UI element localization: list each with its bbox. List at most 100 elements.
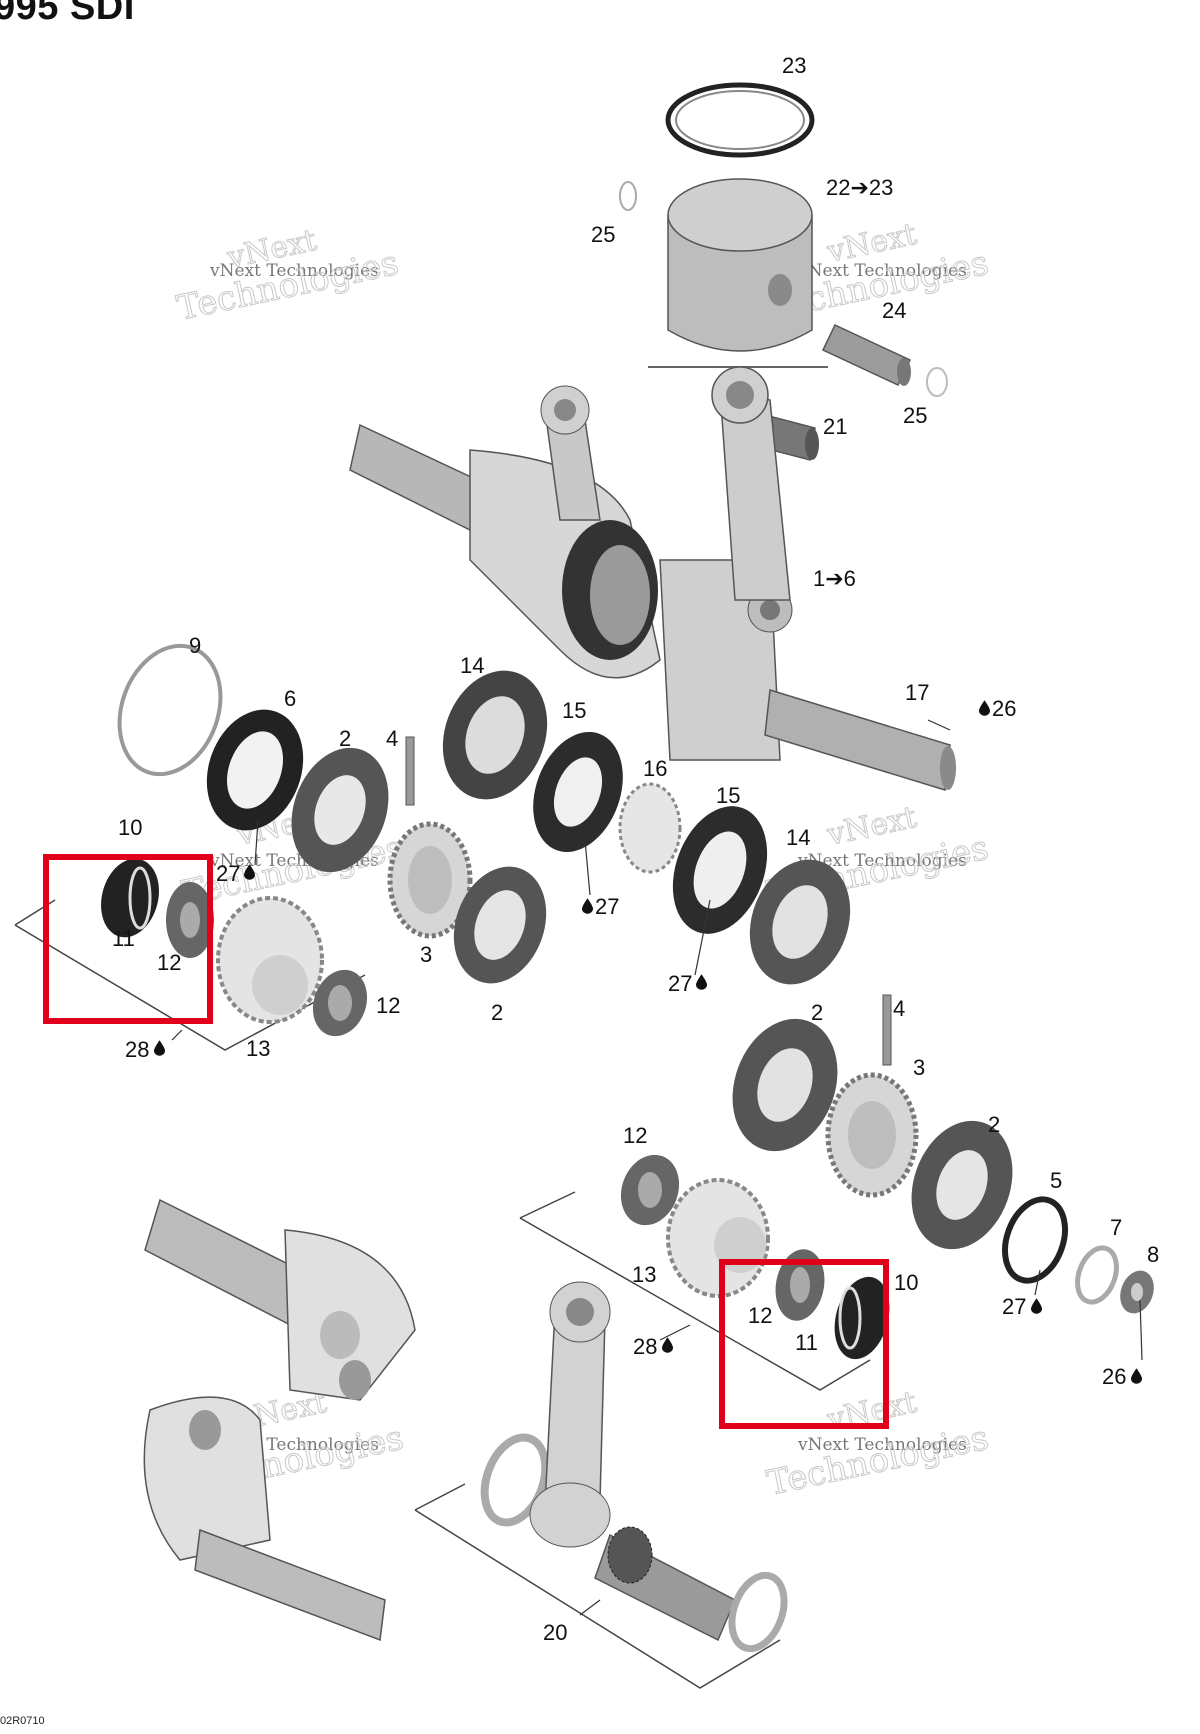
label-12-left-b: 12 [376,993,400,1018]
label-15-right: 15 [716,783,740,808]
label-15-top: 15 [562,698,586,723]
svg-text:27: 27 [1002,1294,1026,1319]
oil-seal-15-right [672,806,768,934]
svg-text:vNext Technologies: vNext Technologies [797,851,967,871]
label-28-left: 28 [125,1037,165,1062]
piston-pin [821,324,912,386]
piston-pin-clip-right [926,367,948,397]
balancer-gear-13-left [216,896,324,1024]
thrust-washer [480,1433,550,1527]
piston [648,178,828,368]
label-2-top-left: 2 [339,726,351,751]
bearing-14-top [442,670,548,800]
gear-3-right [825,1072,919,1198]
label-3-left: 3 [420,942,432,967]
highlight-box-left [43,854,213,1024]
label-5: 5 [1050,1168,1062,1193]
label-12-left: 12 [157,950,181,975]
svg-text:vNext: vNext [823,1385,919,1438]
label-3-right: 3 [913,1055,925,1080]
label-16: 16 [643,756,667,781]
label-27-left: 27 [216,861,255,886]
crank-pin-washer [728,1571,788,1653]
crankshaft-half-left [144,1198,416,1401]
svg-text:26: 26 [992,696,1016,721]
label-23: 23 [782,53,806,78]
balancer-kit-right-outline [519,1191,871,1391]
svg-text:vNext Technologies: vNext Technologies [797,261,967,281]
highlight-box-right [719,1259,889,1429]
label-11-left: 11 [112,926,135,951]
balancer-gear-13-right [666,1178,770,1298]
svg-text:27: 27 [216,861,240,886]
label-11-right: 11 [795,1330,818,1355]
label-2-right-top: 2 [811,1000,823,1025]
bearing-12-left-b [312,969,368,1037]
label-10-right: 10 [894,1270,918,1295]
label-27-center: 27 [582,894,619,919]
bearing-2-right-top [732,1018,838,1152]
label-27-right: 27 [668,971,707,996]
bearing-12-right-top [620,1154,680,1226]
label-12-right-top: 12 [623,1123,647,1148]
label-13-left: 13 [246,1036,270,1061]
label-14-top: 14 [460,653,484,678]
label-25-right: 25 [903,403,927,428]
label-25-top: 25 [591,222,615,247]
gear-16 [618,782,682,874]
connecting-rod-kit-outline [414,1483,781,1689]
label-28-right: 28 [633,1334,673,1359]
ball-bearing-2-left [291,747,389,873]
svg-text:Technologies: Technologies [764,1418,992,1504]
label-6: 6 [284,686,296,711]
label-2-bottom-left: 2 [491,1000,503,1025]
label-26-bottom: 26 [1102,1364,1142,1389]
label-21: 21 [823,414,847,439]
svg-text:vNext Technologies: vNext Technologies [797,1435,967,1455]
page-title: 995 SDI [0,0,135,28]
needle-bearing-10-right [834,1276,890,1360]
svg-text:27: 27 [668,971,692,996]
callout-labels: 23 22➔23 25 24 25 21 1➔6 9 6 2 4 14 15 1… [112,53,1159,1645]
bearing-14-right [749,859,851,985]
label-24: 24 [882,298,906,323]
bearing-2-lower-left [453,866,547,984]
svg-text:28: 28 [125,1037,149,1062]
label-10-left: 10 [118,815,142,840]
label-1-6: 1➔6 [813,566,856,591]
label-8: 8 [1147,1242,1159,1267]
label-4-right: 4 [893,996,905,1021]
label-27-far-right: 27 [1002,1294,1042,1319]
washer-7 [1075,1245,1119,1305]
svg-text:26: 26 [1102,1364,1126,1389]
needle-bearing-10-left [101,858,159,938]
svg-text:28: 28 [633,1334,657,1359]
watermark-6: vNext vNext Technologies Technologies [763,1384,992,1504]
label-26-top: 26 [979,696,1016,721]
crankshaft-half-right [143,1396,386,1642]
connecting-rod [529,1281,611,1548]
label-22-23: 22➔23 [826,175,893,200]
label-17: 17 [905,680,929,705]
watermark-1: vNext vNext Technologies Technologies [173,222,402,329]
label-4-left: 4 [386,726,398,751]
svg-text:27: 27 [595,894,619,919]
crankshaft-assembly [349,366,956,791]
label-13-right: 13 [632,1262,656,1287]
svg-text:vNext Technologies: vNext Technologies [209,261,379,281]
snap-ring [117,643,223,777]
oil-seal-5 [1002,1196,1068,1284]
piston-pin-clip-left [619,181,637,211]
pin-4-right [882,994,892,1066]
nut-8 [1120,1270,1154,1314]
bearing-2-right [911,1120,1013,1250]
label-7: 7 [1110,1215,1122,1240]
crank-pin [594,1526,736,1642]
label-20: 20 [543,1620,567,1645]
bearing-12-right [775,1249,825,1321]
oil-seal-6 [206,709,304,831]
label-14-right: 14 [786,825,810,850]
label-2-right: 2 [988,1112,1000,1137]
piston-ring [665,82,815,158]
gear-3-left [387,821,473,939]
